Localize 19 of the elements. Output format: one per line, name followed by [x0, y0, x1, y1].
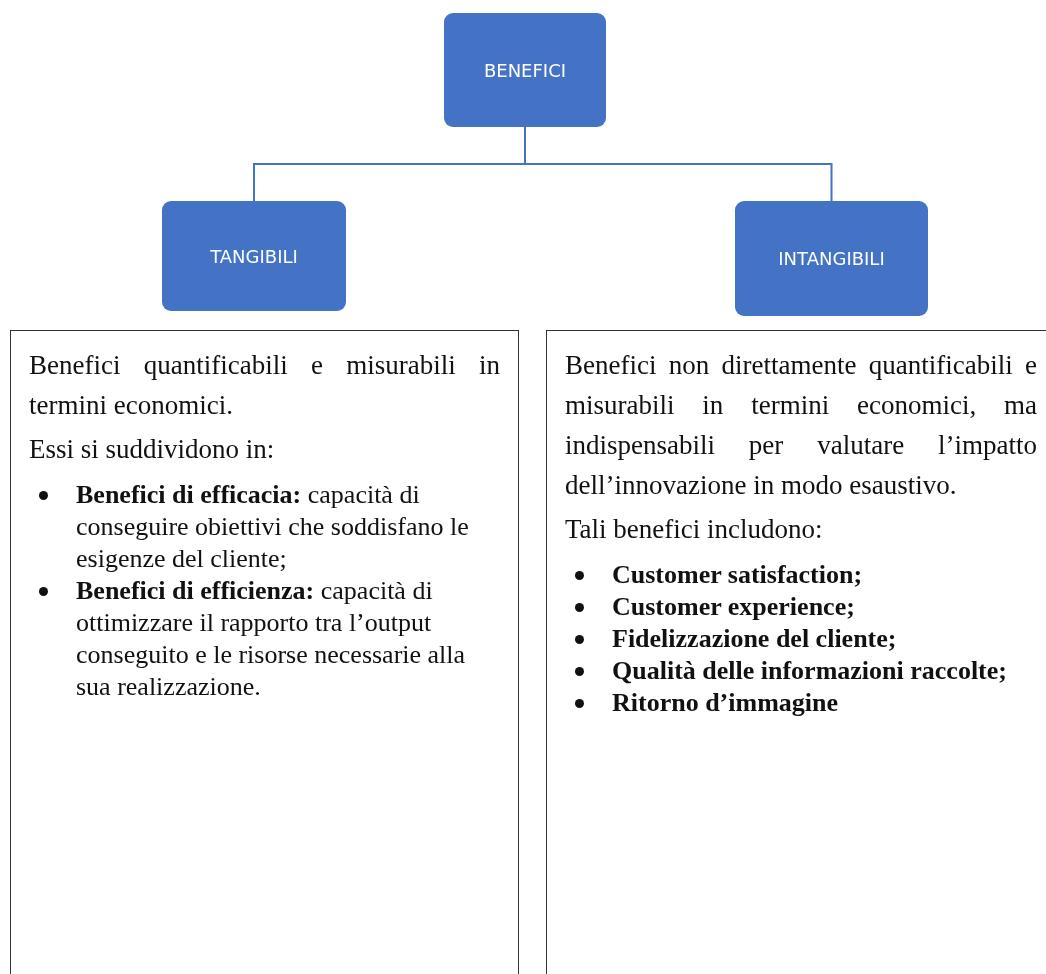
box-label: TANGIBILI — [210, 245, 298, 267]
bullet-item: Benefici di efficienza: capacità di ottimizzare il rapporto tra l’output conseguito e le risorse necessarie alla sua realizzazione. — [76, 575, 467, 703]
box-label: INTANGIBILI — [778, 248, 885, 269]
bullet-item: Ritorno d’immagine — [612, 687, 839, 719]
category-box — [162, 201, 346, 311]
bullet-item: Customer experience; — [612, 591, 855, 623]
bullet-item: Qualità delle informazioni raccolte; — [612, 655, 1007, 687]
description-text: Benefici quantificabili e misurabili in termini economici. — [29, 349, 500, 422]
description-text: Essi si suddividono in: — [29, 433, 276, 466]
category-box — [444, 13, 606, 127]
bullet-item: Customer satisfaction; — [612, 559, 863, 591]
description-box — [546, 330, 1046, 974]
category-box — [735, 201, 928, 316]
box-label: BENEFICI — [483, 59, 567, 81]
bullet-item: Fidelizzazione del cliente; — [612, 623, 897, 655]
bullet-item: Benefici di efficacia: capacità di conseguire obiettivi che soddisfano le esigenze del cliente; — [76, 479, 470, 575]
description-text: Tali benefici includono: — [565, 513, 824, 546]
description-text: Benefici non direttamente quantificabili e misurabili in termini economici, ma indispensabili per valutare l’impatto dell’innovazione in modo esaustivo. — [565, 349, 1037, 502]
description-box — [10, 330, 519, 974]
